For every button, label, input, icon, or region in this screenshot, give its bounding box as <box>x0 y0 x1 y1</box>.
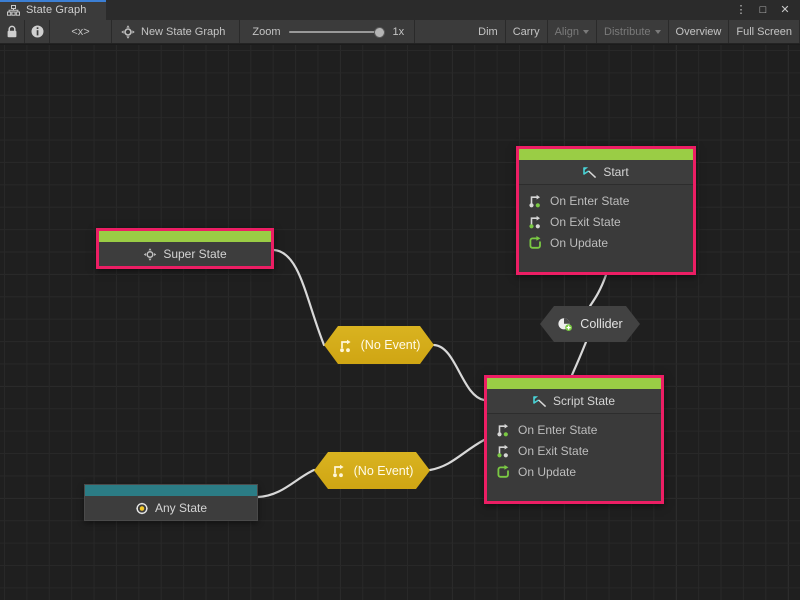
transition-icon <box>331 463 347 478</box>
node-title: Any State <box>154 501 208 515</box>
on-update-icon <box>528 235 543 250</box>
state-node-start[interactable]: Start On Enter State On Exit State On Updat… <box>516 146 696 275</box>
event-label: On Exit State <box>518 443 589 458</box>
state-node-super-state[interactable]: Super State <box>96 228 274 269</box>
align-dropdown-label: Align <box>554 25 580 38</box>
on-enter-state-icon <box>528 193 543 208</box>
node-accent-bar <box>519 149 693 160</box>
edge-super-to-noevent1[interactable] <box>272 248 326 347</box>
on-enter-state-icon <box>496 422 511 437</box>
transition-icon <box>338 338 354 353</box>
zoom-slider-knob[interactable] <box>373 26 385 38</box>
event-label: On Update <box>550 235 609 250</box>
chevron-down-icon <box>654 29 661 34</box>
edge-noevent1-to-script[interactable] <box>432 343 486 402</box>
any-state-icon <box>135 502 149 515</box>
node-header[interactable]: Super State <box>99 242 271 266</box>
graph-canvas[interactable]: Super State Start On Enter State On Exit St… <box>0 45 800 600</box>
transition-node-transition-no-event-1[interactable]: (No Event) <box>324 326 434 364</box>
event-row[interactable]: On Update <box>519 232 693 253</box>
script-state-icon <box>583 166 597 179</box>
node-accent-bar <box>85 485 257 496</box>
event-label: On Exit State <box>550 214 621 229</box>
edge-noevent2-to-script[interactable] <box>428 438 486 472</box>
event-label: On Update <box>518 464 577 479</box>
distribute-dropdown[interactable]: Distribute <box>597 20 669 43</box>
event-label: On Enter State <box>550 193 630 208</box>
on-update-icon <box>496 464 511 479</box>
window-controls: ⋮ □ ✕ <box>730 0 796 20</box>
super-state-icon <box>121 24 135 39</box>
distribute-dropdown-label: Distribute <box>604 25 651 38</box>
edge-start-to-collider[interactable] <box>588 273 608 308</box>
lock-icon <box>7 25 17 38</box>
node-footer <box>519 259 693 272</box>
event-row[interactable]: On Update <box>487 461 661 482</box>
title-bar: State Graph ⋮ □ ✕ <box>0 0 800 20</box>
info-button[interactable] <box>25 20 50 43</box>
zoom-slider-track <box>288 30 385 33</box>
node-title: Script State <box>552 394 616 408</box>
node-events: On Enter State On Exit State On Update <box>487 413 661 488</box>
event-row[interactable]: On Enter State <box>519 190 693 211</box>
event-label: On Enter State <box>518 422 598 437</box>
transition-node-transition-collider[interactable]: Collider <box>540 306 640 342</box>
node-accent-bar <box>487 378 661 389</box>
on-exit-state-icon <box>496 443 511 458</box>
node-events: On Enter State On Exit State On Update <box>519 184 693 259</box>
carry-button[interactable]: Carry <box>506 20 548 43</box>
full-screen-button[interactable]: Full Screen <box>729 20 800 43</box>
transition-label: (No Event) <box>353 463 414 478</box>
node-title: Super State <box>163 247 227 261</box>
dim-button[interactable]: Dim <box>471 20 506 43</box>
window-close-button[interactable]: ✕ <box>780 3 790 16</box>
node-header[interactable]: Any State <box>85 496 257 520</box>
zoom-control[interactable]: Zoom 1x <box>240 20 416 43</box>
overview-button[interactable]: Overview <box>669 20 730 43</box>
window-maximize-button[interactable]: □ <box>759 3 767 16</box>
script-state-icon <box>533 395 547 408</box>
tab-label: State Graph <box>26 4 87 16</box>
event-row[interactable]: On Exit State <box>487 440 661 461</box>
breadcrumb[interactable]: New State Graph <box>112 20 241 43</box>
edge-anystate-to-noevent2[interactable] <box>256 468 316 499</box>
chevron-down-icon <box>583 29 590 34</box>
zoom-value: 1x <box>392 25 405 38</box>
collider-icon <box>557 317 573 332</box>
toolbar-spacer <box>415 20 471 43</box>
node-header[interactable]: Start <box>519 160 693 184</box>
edge-collider-to-script[interactable] <box>570 340 588 377</box>
breadcrumb-label: New State Graph <box>141 25 226 38</box>
toolbar: <x> New State Graph Zoom 1x Dim Carry Al… <box>0 20 800 44</box>
node-title: Start <box>603 165 629 179</box>
event-row[interactable]: On Enter State <box>487 419 661 440</box>
window-menu-button[interactable]: ⋮ <box>735 3 747 16</box>
state-node-any-state[interactable]: Any State <box>84 484 258 521</box>
hierarchy-icon <box>7 4 20 16</box>
transition-label: (No Event) <box>360 338 421 352</box>
tab-state-graph[interactable]: State Graph <box>0 0 106 20</box>
info-icon <box>31 25 43 38</box>
graph-edges <box>256 248 608 499</box>
lock-button[interactable] <box>0 20 25 43</box>
zoom-label: Zoom <box>252 25 281 38</box>
node-header[interactable]: Script State <box>487 389 661 413</box>
node-footer <box>487 488 661 501</box>
event-row[interactable]: On Exit State <box>519 211 693 232</box>
transition-node-transition-no-event-2[interactable]: (No Event) <box>314 452 430 489</box>
on-exit-state-icon <box>528 214 543 229</box>
code-button[interactable]: <x> <box>50 20 112 43</box>
transition-label: Collider <box>580 317 623 331</box>
super-state-icon <box>143 248 157 261</box>
zoom-slider[interactable] <box>288 25 385 39</box>
node-accent-bar <box>99 231 271 242</box>
align-dropdown[interactable]: Align <box>548 20 598 43</box>
